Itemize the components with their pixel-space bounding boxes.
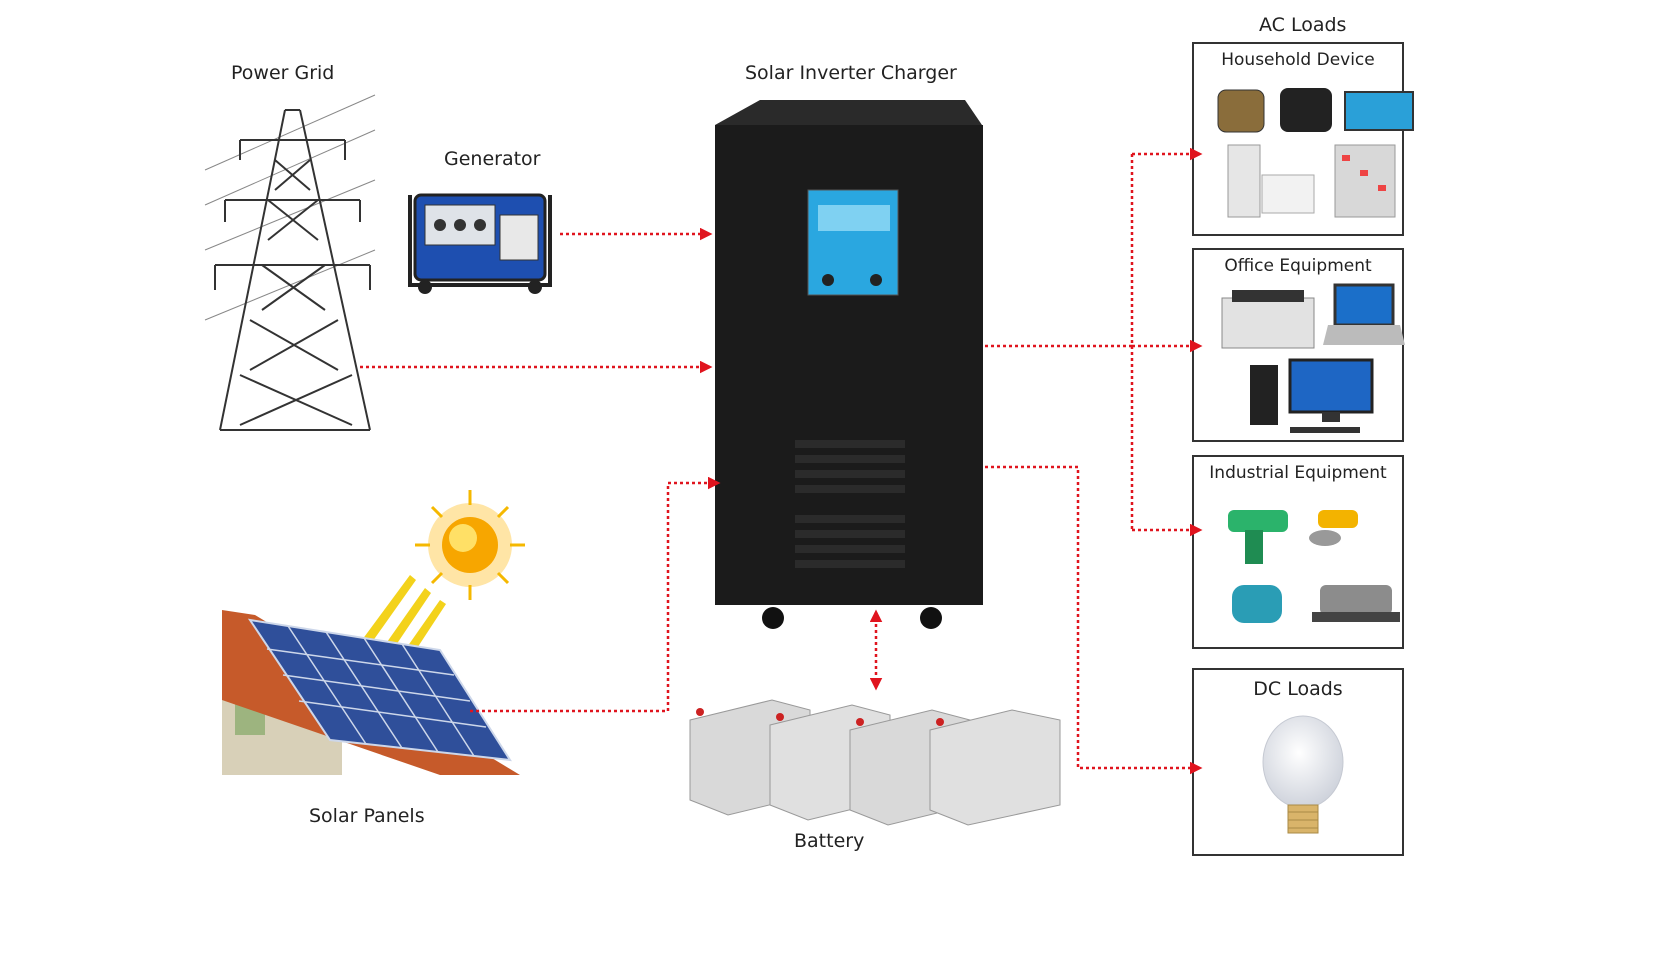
arrow-inverter-to-dc-loads [985,465,1203,775]
office-equipment-title: Office Equipment [1224,256,1372,276]
ac-loads-label: AC Loads [1259,14,1347,36]
solar-panels-label: Solar Panels [309,805,425,827]
generator-icon [408,193,552,294]
dc-loads-title: DC Loads [1253,678,1343,700]
lcd-readout-1: 223 [820,205,842,219]
solar-panel-roof-icon [222,610,520,775]
arrow-solar-to-inverter [470,476,721,713]
lcd-readout-2: 50 [845,207,855,216]
industrial-equipment-box: Industrial Equipment [1192,455,1404,649]
dc-loads-box: DC Loads [1192,668,1404,856]
battery-bank-icon [689,699,1061,826]
power-grid-tower-icon [204,94,376,431]
household-device-title: Household Device [1221,50,1375,70]
lcd-readout-3: 220 [858,205,880,219]
inverter-label: Solar Inverter Charger [745,62,957,84]
household-device-box: Household Device [1192,42,1404,236]
flow-arrows [360,147,1203,775]
office-equipment-box: Office Equipment [1192,248,1404,442]
generator-label: Generator [444,148,541,170]
power-grid-label: Power Grid [231,62,335,84]
battery-label: Battery [794,830,865,852]
industrial-equipment-title: Industrial Equipment [1209,463,1387,483]
sun-icon [362,490,525,665]
inverter-cabinet [715,100,983,629]
